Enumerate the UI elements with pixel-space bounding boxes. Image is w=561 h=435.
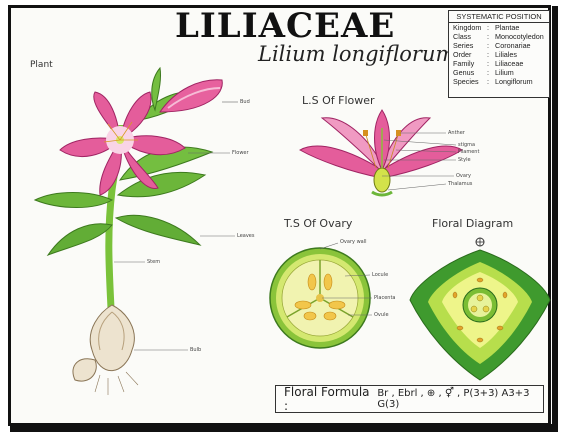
ovary-shape: [374, 168, 390, 192]
plant-drawing: [35, 68, 238, 395]
thalamus-label: Thalamus: [448, 181, 472, 187]
floral-diagram-drawing: [410, 238, 550, 380]
style-label: Style: [458, 157, 471, 163]
ts-ovary-title: T.S Of Ovary: [284, 217, 352, 230]
ovule-label: Ovule: [374, 312, 389, 318]
placenta-label: Placenta: [374, 295, 396, 301]
bulb-label: Bulb: [190, 347, 201, 353]
ls-flower-title: L.S Of Flower: [302, 94, 375, 107]
leaves-label: Leaves: [237, 233, 254, 239]
ls-flower-drawing: [300, 110, 462, 195]
stigma-label: stigma: [458, 142, 475, 148]
ovary-wall-label: Ovary wall: [340, 239, 367, 245]
leaf-shape: [116, 215, 200, 245]
anther-label: Anther: [448, 130, 465, 136]
floral-formula-box: Floral Formula : Br , Ebrl , ⊕ , ⚥ , P(3…: [275, 385, 544, 413]
leaf-shape: [48, 224, 112, 255]
floral-diagram-title: Floral Diagram: [432, 217, 513, 230]
floral-formula-value: Br , Ebrl , ⊕ , ⚥ , P(3+3) A3+3 G(3): [377, 388, 543, 410]
ovary-label: Ovary: [456, 173, 471, 179]
ts-ovary-drawing: [270, 243, 372, 348]
bulb-shape: [73, 305, 138, 395]
filament-label: Filament: [458, 149, 479, 155]
bud-label: Bud: [240, 99, 250, 105]
floral-formula-label: Floral Formula :: [284, 385, 371, 413]
flower-label: Flower: [232, 150, 249, 156]
locule-label: Locule: [372, 272, 388, 278]
plant-label: Plant: [30, 60, 53, 70]
stem-label: Stem: [147, 259, 160, 265]
